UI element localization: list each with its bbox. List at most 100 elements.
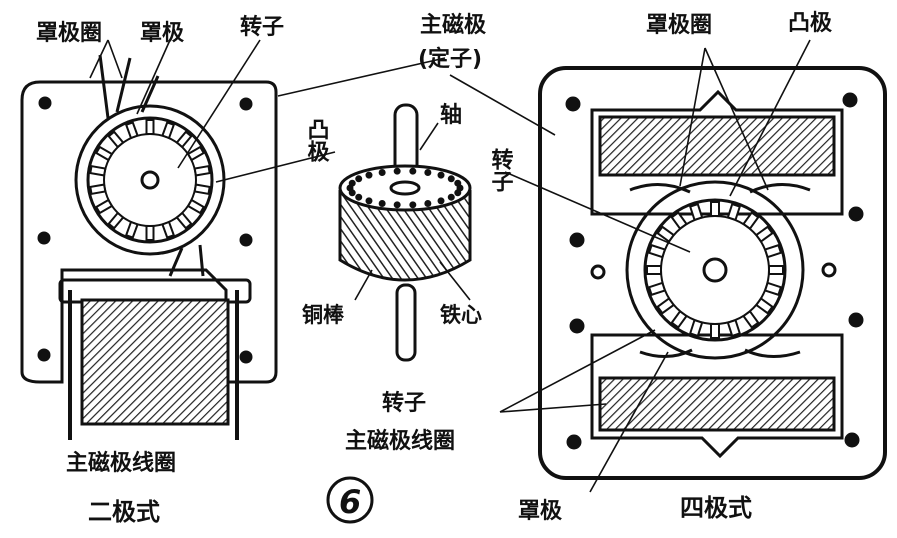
- leader-lines: [89, 39, 811, 493]
- drum-dot: [447, 193, 455, 201]
- rotor-slot: [726, 202, 742, 222]
- label-main-pole-coil-center: 主磁极线圈: [345, 428, 455, 454]
- drum-dot: [437, 197, 445, 205]
- rotor-slot: [656, 225, 676, 243]
- rotor-slot: [161, 121, 176, 140]
- rotor-slot: [145, 225, 155, 241]
- rotor-slot: [646, 265, 662, 275]
- rotor-right: [643, 198, 787, 342]
- drum-dot: [346, 184, 354, 192]
- drum-dot: [437, 171, 445, 179]
- rotor-slot: [107, 211, 125, 230]
- rotor-slot: [186, 198, 206, 215]
- rotor-slot: [647, 243, 667, 259]
- rotor-left: [86, 116, 214, 244]
- two-pole-motor: [20, 54, 278, 440]
- drum-dot: [424, 199, 432, 207]
- label-shaft: 轴: [440, 102, 462, 128]
- rotor-slots-right: [646, 201, 784, 339]
- drum-dot: [355, 193, 363, 201]
- shading-coil-wire: [98, 54, 160, 119]
- rotor-slot: [726, 318, 742, 338]
- rotor-slot: [94, 198, 114, 215]
- label-convex-pole-left: 凸极: [304, 118, 330, 163]
- drum-dots: [346, 167, 464, 209]
- drum-dot: [393, 201, 401, 209]
- label-stator: (定子): [418, 46, 482, 72]
- drum-dot: [355, 175, 363, 183]
- rotor-slot: [742, 211, 760, 231]
- rotor-slot: [688, 202, 704, 222]
- label-rotor-caption: 转子: [382, 390, 426, 416]
- drum-dot: [378, 169, 386, 177]
- rotor-slot: [710, 201, 720, 217]
- label-shading-coil-left: 罩极圈: [36, 21, 102, 46]
- drum-dot: [447, 175, 455, 183]
- drum-dot: [409, 201, 417, 209]
- drum-dot: [348, 179, 356, 187]
- rotor-slots-left: [89, 119, 211, 241]
- rotor-slot: [193, 164, 211, 177]
- four-pole-motor: [538, 66, 887, 480]
- drum-dot: [424, 169, 432, 177]
- drum-dot: [365, 171, 373, 179]
- label-rotor-right: 转子: [488, 147, 514, 193]
- figure-number-circle: [326, 476, 374, 524]
- rotor-slot: [145, 119, 155, 135]
- drum-dot: [348, 189, 356, 197]
- drum-dot: [378, 199, 386, 207]
- rotor-slot: [670, 309, 688, 329]
- rotor-opening-right: [625, 180, 805, 360]
- rotor-slot: [107, 130, 125, 149]
- rotor-slot: [647, 281, 667, 297]
- rotor-slot: [94, 145, 114, 162]
- rotor-slot: [763, 281, 783, 297]
- rotor-slot: [124, 220, 139, 239]
- drum-dot: [393, 167, 401, 175]
- rotor-slot: [742, 309, 760, 329]
- main-coil-bottom: [598, 376, 836, 432]
- rotor-slot: [161, 220, 176, 239]
- rotor-slot: [754, 297, 774, 315]
- label-shading-pole-left: 罩极: [140, 21, 185, 46]
- rotor-slot: [710, 323, 720, 339]
- label-iron-core: 铁心: [440, 303, 482, 327]
- rotor-slot: [763, 243, 783, 259]
- rotor-shaft-left: [140, 170, 160, 190]
- figure-number: 6: [339, 483, 361, 521]
- labels: 罩极圈 罩极 转子 主磁极 (定子) 凸极 轴 转子 罩极圈 凸极 铜棒 铁心 …: [36, 11, 833, 526]
- main-coil-top: [598, 115, 836, 177]
- rotor-slot: [193, 183, 211, 196]
- drum-dot: [454, 179, 462, 187]
- rotor-slot: [175, 211, 193, 230]
- label-convex-pole-right: 凸极: [788, 11, 833, 36]
- rotor-slot: [688, 318, 704, 338]
- shaft-lower: [395, 283, 417, 362]
- rotor-slot: [89, 164, 107, 177]
- rotor-slot: [768, 265, 784, 275]
- label-main-pole: 主磁极: [420, 12, 487, 38]
- drum-dot: [454, 189, 462, 197]
- drum-dot: [365, 197, 373, 205]
- drum-dot: [409, 167, 417, 175]
- rotor-slot: [124, 121, 139, 140]
- rotor-shaft-right: [702, 257, 728, 283]
- label-rotor-left: 转子: [240, 14, 284, 40]
- stator-plate-right: [538, 66, 887, 480]
- iron-core-drum: [338, 190, 472, 282]
- rotor-detail: [338, 103, 472, 362]
- label-copper-bar: 铜棒: [302, 303, 345, 327]
- rotor-slot: [175, 130, 193, 149]
- label-shading-pole-right: 罩极: [518, 499, 563, 524]
- rotor-slot: [670, 211, 688, 231]
- rotor-slot: [186, 145, 206, 162]
- label-two-pole: 二极式: [88, 498, 160, 526]
- drum-dot: [456, 184, 464, 192]
- label-shading-coil-right: 罩极圈: [646, 13, 712, 38]
- rotor-slot: [656, 297, 676, 315]
- main-coil-left: [80, 298, 230, 426]
- label-four-pole: 四极式: [680, 494, 752, 522]
- label-main-pole-coil-left: 主磁极线圈: [66, 450, 176, 476]
